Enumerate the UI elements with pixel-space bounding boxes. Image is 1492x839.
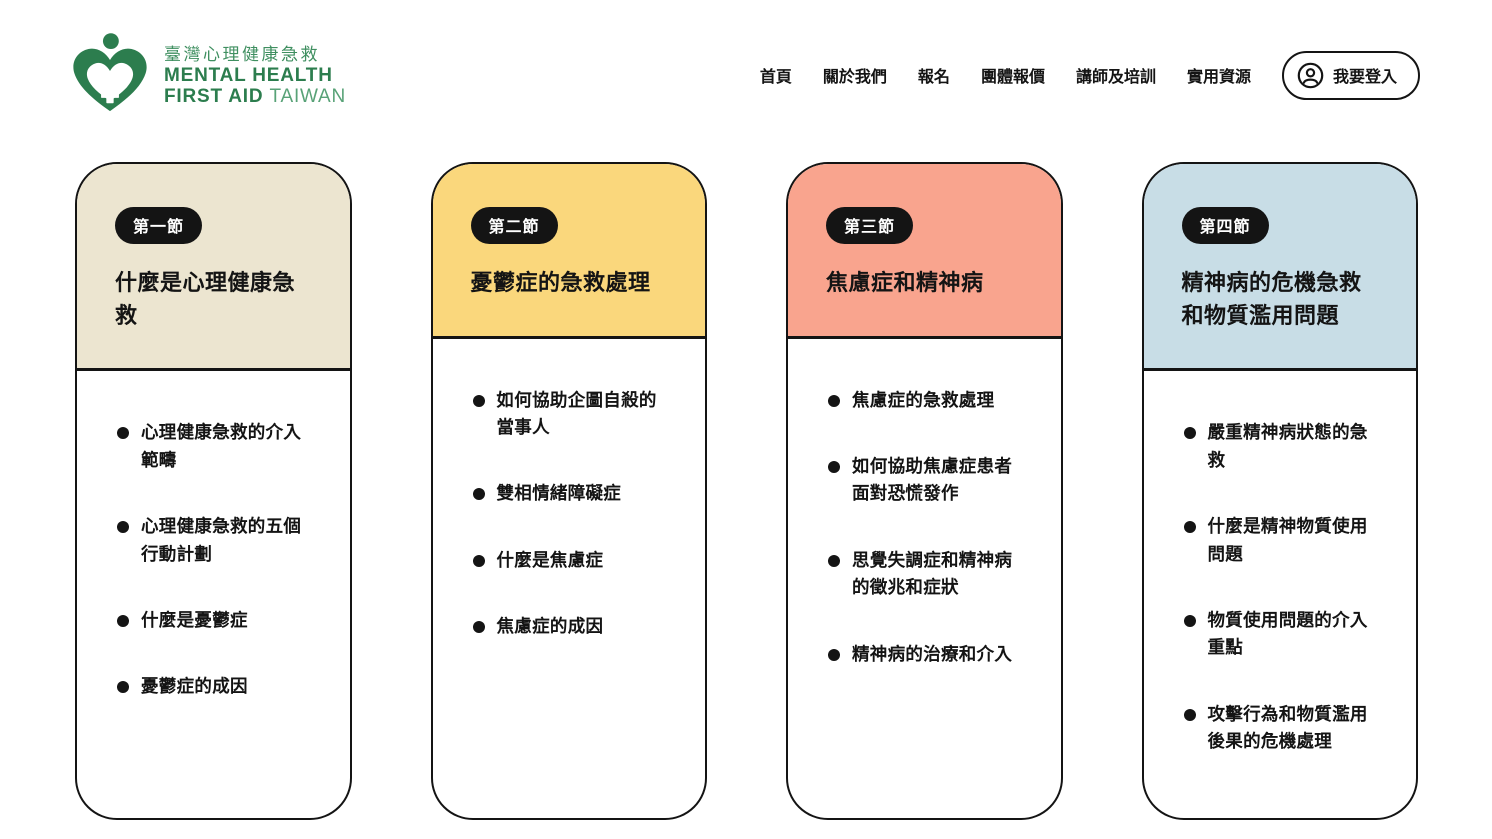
- course-sections: 第一節 什麼是心理健康急救 心理健康急救的介入範疇 心理健康急救的五個行動計劃 …: [75, 162, 1418, 820]
- card-body: 如何協助企圖自殺的當事人 雙相情緒障礙症 什麼是焦慮症 焦慮症的成因: [433, 339, 706, 818]
- card-body: 焦慮症的急救處理 如何協助焦慮症患者面對恐慌發作 思覺失調症和精神病的徵兆和症狀…: [788, 339, 1061, 818]
- card-body: 心理健康急救的介入範疇 心理健康急救的五個行動計劃 什麼是憂鬱症 憂鬱症的成因: [77, 371, 350, 818]
- topic-list: 嚴重精神病狀態的急救 什麼是精神物質使用問題 物質使用問題的介入重點 攻擊行為和…: [1183, 419, 1383, 756]
- list-item: 心理健康急救的五個行動計劃: [117, 513, 316, 568]
- card-title: 憂鬱症的急救處理: [470, 270, 651, 295]
- card-title: 焦慮症和精神病: [826, 270, 984, 295]
- nav-item-resources[interactable]: 實用資源: [1186, 69, 1251, 86]
- heart-person-logo-icon: [73, 33, 147, 112]
- brand-name-en-light: TAIWAN: [269, 85, 347, 107]
- list-item: 焦慮症的成因: [472, 613, 672, 640]
- nav-item-home[interactable]: 首頁: [759, 69, 792, 86]
- nav-item-group-pricing[interactable]: 團體報價: [980, 69, 1045, 86]
- topic-list: 心理健康急救的介入範疇 心理健康急救的五個行動計劃 什麼是憂鬱症 憂鬱症的成因: [117, 419, 316, 701]
- login-button-label: 我要登入: [1332, 69, 1397, 86]
- list-item: 焦慮症的急救處理: [828, 387, 1027, 414]
- section-badge: 第三節: [826, 207, 914, 244]
- list-item: 憂鬱症的成因: [117, 673, 316, 700]
- card-header: 第一節 什麼是心理健康急救: [77, 164, 350, 372]
- brand-logo[interactable]: 臺灣心理健康急救 MENTAL HEALTH FIRST AID TAIWAN: [66, 31, 346, 119]
- card-title: 精神病的危機急救和物質濫用問題: [1181, 270, 1362, 328]
- topic-list: 焦慮症的急救處理 如何協助焦慮症患者面對恐慌發作 思覺失調症和精神病的徵兆和症狀…: [828, 387, 1027, 669]
- section-badge: 第四節: [1181, 207, 1269, 244]
- section-card-3: 第三節 焦慮症和精神病 焦慮症的急救處理 如何協助焦慮症患者面對恐慌發作 思覺失…: [786, 162, 1063, 820]
- card-title: 什麼是心理健康急救: [115, 270, 296, 328]
- section-badge: 第一節: [115, 207, 203, 244]
- brand-name-en-line1: MENTAL HEALTH: [164, 64, 333, 86]
- brand-name-zh: 臺灣心理健康急救: [164, 44, 320, 64]
- list-item: 思覺失調症和精神病的徵兆和症狀: [828, 547, 1027, 602]
- list-item: 如何協助焦慮症患者面對恐慌發作: [828, 453, 1027, 508]
- card-header: 第二節 憂鬱症的急救處理: [432, 164, 705, 339]
- list-item: 雙相情緒障礙症: [472, 480, 672, 507]
- section-badge: 第二節: [470, 207, 558, 244]
- section-card-1: 第一節 什麼是心理健康急救 心理健康急救的介入範疇 心理健康急救的五個行動計劃 …: [75, 162, 352, 820]
- list-item: 什麼是焦慮症: [472, 547, 672, 574]
- card-header: 第三節 焦慮症和精神病: [788, 164, 1061, 339]
- list-item: 心理健康急救的介入範疇: [117, 419, 316, 474]
- list-item: 如何協助企圖自殺的當事人: [472, 387, 672, 442]
- nav-item-register[interactable]: 報名: [917, 69, 950, 86]
- user-circle-icon: [1297, 62, 1324, 88]
- nav-item-about[interactable]: 關於我們: [822, 69, 887, 86]
- card-body: 嚴重精神病狀態的急救 什麼是精神物質使用問題 物質使用問題的介入重點 攻擊行為和…: [1144, 371, 1417, 818]
- site-header: 臺灣心理健康急救 MENTAL HEALTH FIRST AID TAIWAN …: [0, 0, 1492, 150]
- section-card-4: 第四節 精神病的危機急救和物質濫用問題 嚴重精神病狀態的急救 什麼是精神物質使用…: [1141, 162, 1418, 820]
- brand-wordmark: 臺灣心理健康急救 MENTAL HEALTH FIRST AID TAIWAN: [164, 44, 346, 107]
- card-header: 第四節 精神病的危機急救和物質濫用問題: [1143, 164, 1416, 372]
- main-nav: 首頁 關於我們 報名 團體報價 講師及培訓 實用資源 我要登入: [759, 50, 1420, 100]
- section-card-2: 第二節 憂鬱症的急救處理 如何協助企圖自殺的當事人 雙相情緒障礙症 什麼是焦慮症…: [430, 162, 707, 820]
- nav-item-instructors-training[interactable]: 講師及培訓: [1075, 69, 1156, 86]
- list-item: 精神病的治療和介入: [828, 641, 1027, 668]
- list-item: 物質使用問題的介入重點: [1183, 607, 1383, 662]
- list-item: 嚴重精神病狀態的急救: [1183, 419, 1383, 474]
- list-item: 什麼是精神物質使用問題: [1183, 513, 1383, 568]
- list-item: 攻擊行為和物質濫用後果的危機處理: [1183, 701, 1383, 756]
- list-item: 什麼是憂鬱症: [117, 607, 316, 634]
- login-button[interactable]: 我要登入: [1281, 50, 1420, 100]
- brand-name-en-bold: FIRST AID: [164, 85, 264, 107]
- brand-name-en-line2: FIRST AID TAIWAN: [164, 86, 346, 107]
- topic-list: 如何協助企圖自殺的當事人 雙相情緒障礙症 什麼是焦慮症 焦慮症的成因: [472, 387, 672, 641]
